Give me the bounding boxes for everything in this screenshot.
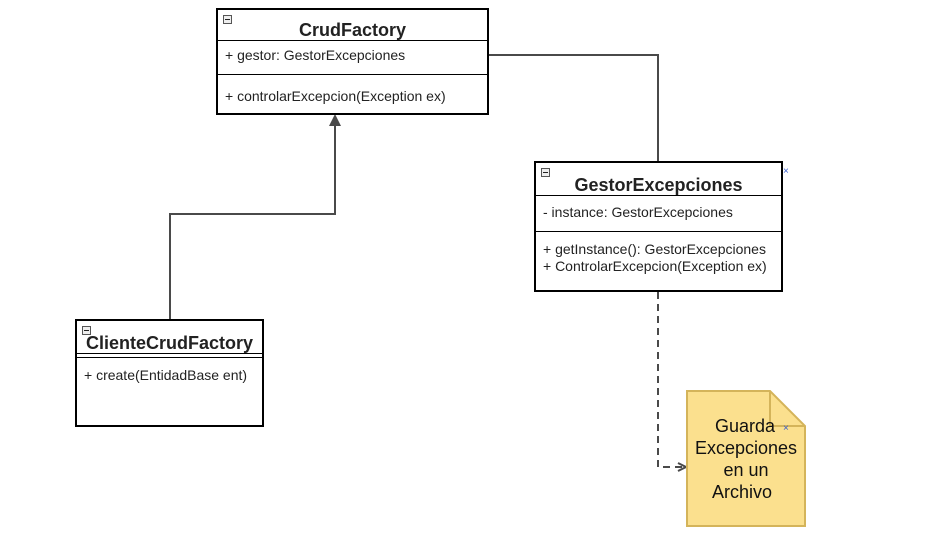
attribute: + gestor: GestorExcepciones — [225, 47, 406, 63]
note-shape[interactable] — [686, 390, 806, 527]
operations-compartment: + getInstance(): GestorExcepciones + Con… — [536, 231, 781, 281]
note-line: Excepciones — [694, 438, 798, 458]
attributes-compartment: + gestor: GestorExcepciones — [218, 40, 487, 74]
operation: + getInstance(): GestorExcepciones — [543, 241, 766, 257]
attributes-compartment — [77, 353, 262, 357]
class-name: GestorExcepciones — [574, 175, 743, 195]
collapse-icon[interactable] — [541, 168, 550, 177]
attribute: - instance: GestorExcepciones — [543, 204, 733, 220]
selection-x-icon[interactable]: × — [783, 423, 789, 434]
attributes-compartment: - instance: GestorExcepciones — [536, 195, 781, 231]
collapse-icon[interactable] — [223, 15, 232, 24]
dependency-line[interactable] — [657, 292, 686, 467]
generalization-line[interactable] — [169, 125, 336, 320]
note-line: en un — [723, 460, 769, 480]
association-line[interactable] — [488, 54, 659, 162]
note-line: Archivo — [711, 482, 773, 502]
class-crud-factory[interactable]: CrudFactory + gestor: GestorExcepciones … — [216, 8, 489, 115]
class-cliente-crud-factory[interactable]: ClienteCrudFactory + create(EntidadBase … — [75, 319, 264, 427]
collapse-icon[interactable] — [82, 326, 91, 335]
note-line: Guarda — [714, 416, 776, 436]
operations-compartment: + create(EntidadBase ent) — [77, 357, 262, 390]
class-header: GestorExcepciones — [536, 163, 781, 195]
generalization-arrowhead — [329, 114, 341, 126]
class-name: ClienteCrudFactory — [85, 333, 254, 353]
class-header: CrudFactory — [218, 10, 487, 40]
note-text: Guarda Excepciones en un Archivo — [687, 415, 805, 503]
class-gestor-excepciones[interactable]: GestorExcepciones - instance: GestorExce… — [534, 161, 783, 292]
operations-compartment: + controlarExcepcion(Exception ex) — [218, 74, 487, 111]
note-fold — [769, 391, 805, 427]
class-header: ClienteCrudFactory — [77, 321, 262, 353]
operation: + ControlarExcepcion(Exception ex) — [543, 258, 767, 274]
selection-x-icon[interactable]: × — [783, 166, 789, 177]
operation: + controlarExcepcion(Exception ex) — [225, 88, 446, 104]
class-name: CrudFactory — [298, 20, 406, 40]
operation: + create(EntidadBase ent) — [84, 367, 248, 383]
